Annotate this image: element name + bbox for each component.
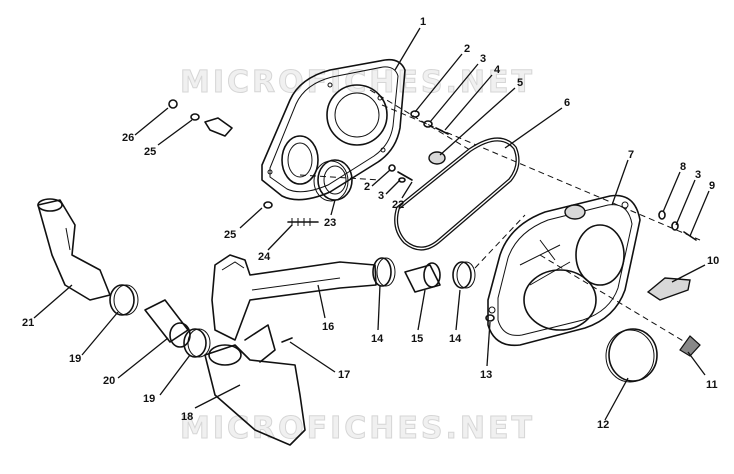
callout-18: 18 bbox=[181, 411, 193, 423]
callout-labels: 1 2 3 4 5 6 7 8 3 9 10 11 12 13 14 15 14… bbox=[22, 16, 719, 431]
hardware bbox=[168, 99, 697, 343]
callout-2-top: 2 bbox=[464, 43, 470, 55]
callout-14-left: 14 bbox=[371, 333, 384, 345]
callout-2-mid: 2 bbox=[364, 181, 370, 193]
callout-17: 17 bbox=[338, 369, 350, 381]
callout-5: 5 bbox=[517, 77, 523, 89]
callout-3-right: 3 bbox=[695, 169, 701, 181]
callout-12: 12 bbox=[597, 419, 609, 431]
callout-9: 9 bbox=[709, 180, 715, 192]
clamp-19-right bbox=[183, 328, 211, 358]
callout-7: 7 bbox=[628, 149, 634, 161]
callout-23: 23 bbox=[324, 217, 336, 229]
callout-14-right: 14 bbox=[449, 333, 462, 345]
clamp-19-left bbox=[109, 284, 139, 316]
callout-3-mid: 3 bbox=[378, 190, 384, 202]
outer-clutch-cover bbox=[487, 194, 641, 347]
seal-23 bbox=[313, 159, 353, 202]
callout-19-lower: 19 bbox=[143, 393, 155, 405]
callout-19-upper: 19 bbox=[69, 353, 81, 365]
callout-22: 22 bbox=[392, 199, 404, 211]
callout-3-top: 3 bbox=[480, 53, 486, 65]
vent-10 bbox=[646, 277, 691, 301]
callout-13: 13 bbox=[480, 369, 492, 381]
callout-20: 20 bbox=[103, 375, 115, 387]
drive-belt bbox=[394, 137, 520, 251]
leader-lines bbox=[33, 27, 710, 421]
callout-25-lower: 25 bbox=[224, 229, 236, 241]
intake-duct-18 bbox=[204, 324, 306, 446]
callout-4: 4 bbox=[494, 64, 501, 76]
air-duct bbox=[211, 254, 377, 341]
callout-21: 21 bbox=[22, 317, 34, 329]
callout-26: 26 bbox=[122, 132, 134, 144]
callout-1: 1 bbox=[420, 16, 426, 28]
callout-11: 11 bbox=[706, 379, 718, 391]
callout-24: 24 bbox=[258, 251, 271, 263]
sleeve-20 bbox=[144, 299, 191, 348]
callout-15: 15 bbox=[411, 333, 423, 345]
callout-6: 6 bbox=[564, 97, 570, 109]
watermark-top: MICROFICHES.NET bbox=[180, 65, 535, 100]
sleeve-15 bbox=[404, 262, 441, 293]
washer-12 bbox=[605, 328, 658, 383]
inner-cover-plate bbox=[261, 58, 406, 201]
decal-11 bbox=[679, 335, 701, 357]
callout-16: 16 bbox=[322, 321, 334, 333]
callout-8: 8 bbox=[680, 161, 686, 173]
callout-25-upper: 25 bbox=[144, 146, 156, 158]
clamp-14-right bbox=[452, 261, 476, 289]
callout-10: 10 bbox=[707, 255, 719, 267]
clamp-14-left bbox=[372, 257, 396, 287]
watermark-bottom: MICROFICHES.NET bbox=[180, 411, 535, 446]
duct-elbow-21 bbox=[37, 198, 111, 301]
